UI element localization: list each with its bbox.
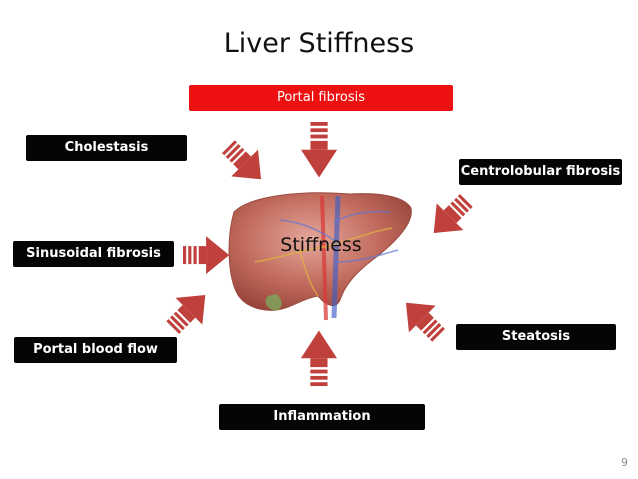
arrow-icon-from-cholestasis [215, 133, 275, 193]
arrow-icon-from-centrolobular-fibrosis [420, 187, 480, 247]
cholestasis-box: Cholestasis [26, 135, 187, 161]
stiffness-label: Stiffness [280, 234, 362, 256]
portal-fibrosis-box: Portal fibrosis [189, 85, 453, 111]
arrow-icon-from-portal-blood-flow [159, 281, 219, 341]
liver-illustration [228, 192, 412, 321]
sinusoidal-fibrosis-box: Sinusoidal fibrosis [13, 241, 174, 267]
arrow-icon-from-steatosis [392, 289, 452, 349]
steatosis-box: Steatosis [456, 324, 616, 350]
arrow-icon-from-portal-fibrosis [301, 122, 338, 178]
liver-vessel-red [320, 195, 328, 321]
liver-bile-duct [254, 227, 393, 297]
arrow-icon-from-sinusoidal-fibrosis [183, 236, 230, 274]
liver-blue-branches [279, 210, 399, 263]
liver-shape [228, 192, 412, 311]
arrow-icon-from-inflammation [300, 330, 337, 386]
liver-gallbladder [265, 294, 282, 311]
page-number: 9 [621, 456, 628, 469]
slide-title: Liver Stiffness [223, 28, 415, 59]
centrolobular-fibrosis-box: Centrolobular fibrosis [459, 159, 622, 185]
portal-blood-flow-box: Portal blood flow [14, 337, 177, 363]
liver-vessel-blue [331, 195, 341, 319]
inflammation-box: Inflammation [219, 404, 425, 430]
